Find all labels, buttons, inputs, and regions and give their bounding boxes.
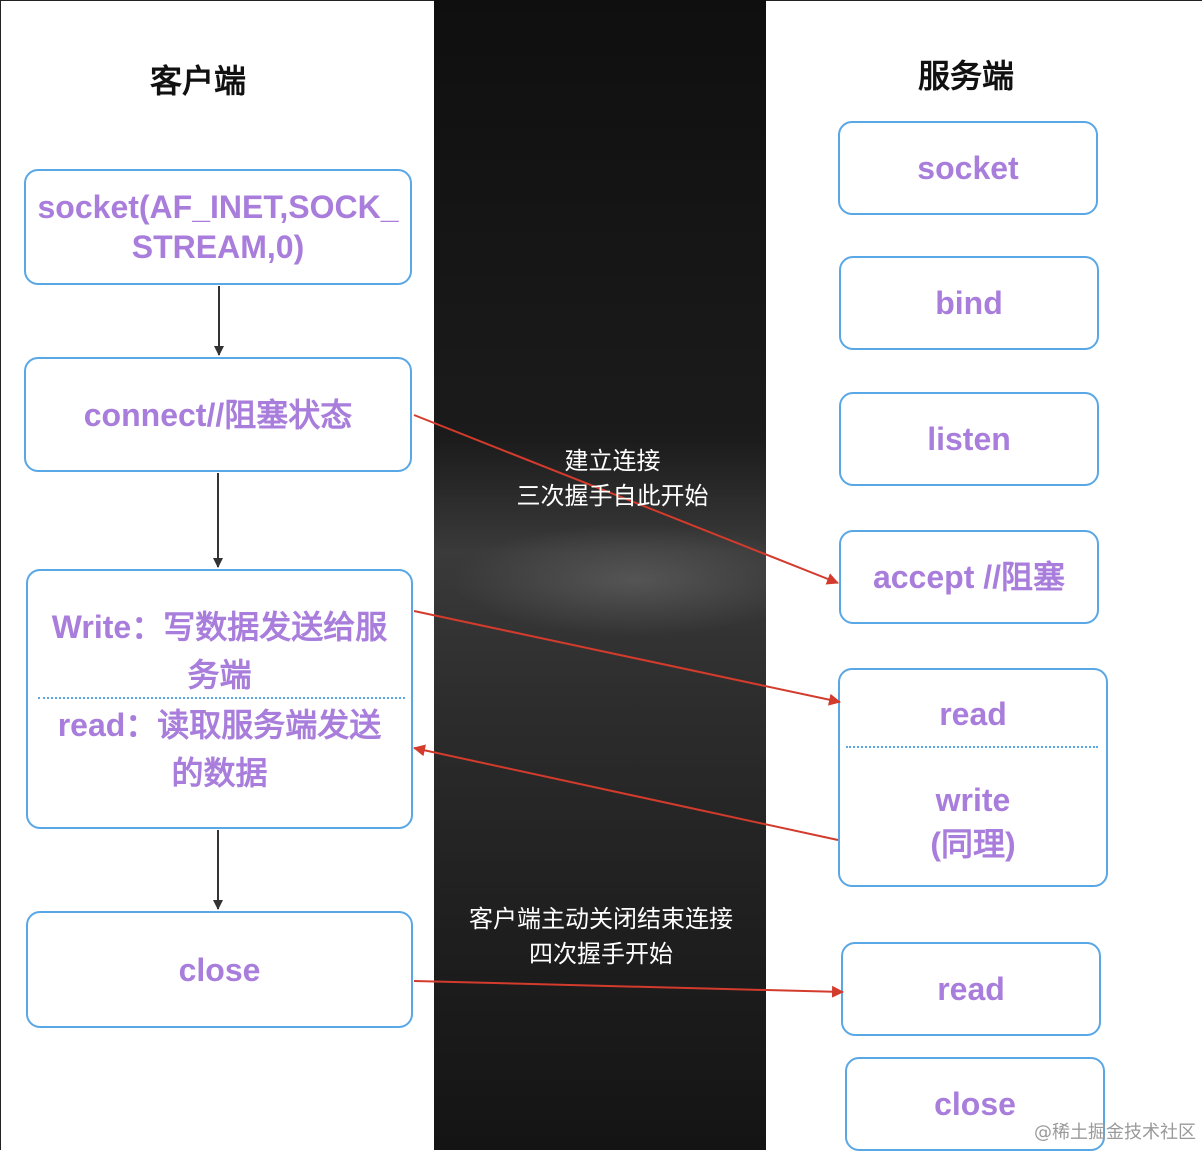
server-box-divider [846,746,1098,748]
client-read-write-box: Write：写数据发送给服 务端 read：读取服务端发送 的数据 [26,569,413,829]
close-annotation-line1: 客户端主动关闭结束连接 [469,905,733,933]
client-close-box: close [26,911,413,1028]
server-write-line1: write [935,782,1011,818]
arrow-write-to-server-read [413,610,841,706]
close-annotation: 客户端主动关闭结束连接 四次握手开始 [420,902,782,972]
client-read-line2: 的数据 [171,755,268,791]
connect-annotation-line2: 三次握手自此开始 [516,482,709,510]
client-connect-box: connect//阻塞状态 [24,357,412,472]
arrow-close-to-server-read [413,980,844,998]
client-close-label: close [178,951,261,988]
watermark: @稀土掘金技术社区 [1034,1122,1196,1143]
client-read-line1: read：读取服务端发送 [57,707,382,743]
client-box-divider [38,697,405,699]
server-title: 服务端 [918,57,1015,95]
client-socket-box: socket(AF_INET,SOCK_ STREAM,0) [24,169,412,285]
server-read2-box: read [841,942,1101,1036]
server-write-line2: (同理) [930,826,1016,862]
arrow-connect-to-accept [413,414,839,585]
client-socket-line2: STREAM,0) [131,229,305,265]
client-socket-line1: socket(AF_INET,SOCK_ [37,189,399,225]
client-write-line2: 务端 [187,657,252,693]
client-connect-label: connect//阻塞状态 [83,396,353,433]
connect-annotation: 建立连接 三次握手自此开始 [434,444,816,514]
server-socket-box: socket [838,121,1098,215]
arrow-server-write-to-client-read [413,744,839,841]
server-close-box: close [845,1057,1105,1151]
server-socket-label: socket [917,150,1019,186]
network-band [434,0,766,1150]
server-read2-label: read [937,971,1005,1007]
server-read-write-box: read write (同理) [838,668,1108,887]
server-read-label: read [939,696,1007,732]
server-bind-label: bind [935,285,1003,321]
server-accept-box: accept //阻塞 [839,530,1099,624]
server-listen-label: listen [927,421,1011,457]
server-bind-box: bind [839,256,1099,350]
server-listen-box: listen [839,392,1099,486]
server-close-label: close [934,1086,1016,1122]
client-title: 客户端 [150,62,247,100]
connect-annotation-line1: 建立连接 [564,447,661,475]
client-write-line1: Write：写数据发送给服 [51,609,388,645]
server-accept-label: accept //阻塞 [872,559,1066,595]
close-annotation-line2: 四次握手开始 [529,940,673,968]
frame-left-border [0,0,1,1150]
